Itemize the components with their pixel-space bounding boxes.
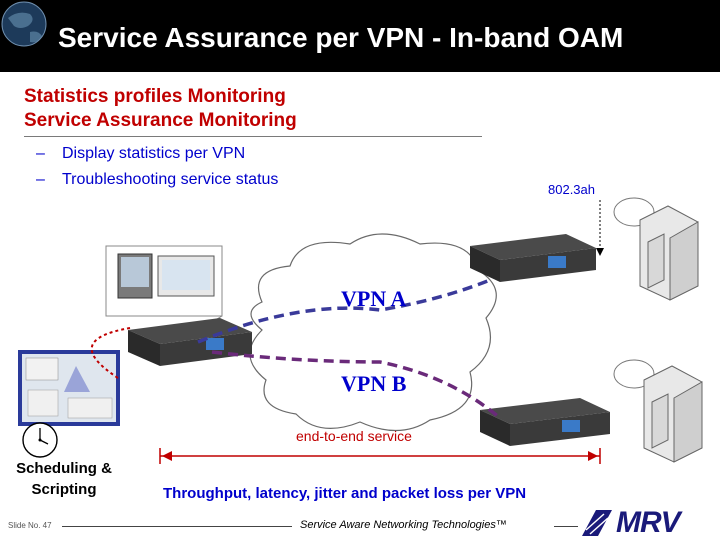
clock-icon — [22, 422, 58, 458]
bullet-item: –Troubleshooting service status — [36, 171, 278, 189]
vpn-a-tunnel — [197, 278, 491, 344]
bullet-dash: – — [36, 171, 45, 188]
building-icon — [613, 197, 699, 301]
end-to-end-label: end-to-end service — [296, 428, 412, 444]
throughput-label: Throughput, latency, jitter and packet l… — [163, 485, 527, 502]
slide-number: Slide No. 47 — [8, 521, 52, 530]
vpn-b-label: VPN B — [341, 371, 407, 396]
footer-tagline: Service Aware Networking Technologies™ — [300, 519, 507, 531]
bullet-text: Display statistics per VPN — [62, 145, 246, 162]
title-bar: Service Assurance per VPN - In-band OAM — [0, 0, 720, 72]
router-icon — [480, 398, 610, 446]
vpn-a-label: VPN A — [341, 286, 407, 311]
slide-title: Service Assurance per VPN - In-band OAM — [58, 22, 624, 53]
cloud-icon — [249, 233, 497, 432]
router-icon — [470, 234, 596, 282]
footer-divider — [62, 526, 292, 527]
heading-service-assurance: Service Assurance Monitoring — [24, 110, 297, 131]
heading-statistics: Statistics profiles Monitoring — [24, 86, 286, 107]
heading-divider — [24, 136, 482, 137]
vpn-b-tunnel — [211, 350, 502, 420]
mrv-logo: MRV — [616, 506, 681, 539]
globe-icon — [1, 1, 47, 47]
management-link — [90, 327, 131, 379]
oam-standard-label: 802.3ah — [548, 182, 595, 197]
building-icon — [613, 359, 703, 463]
monitor-icon — [18, 350, 120, 426]
bullet-item: –Display statistics per VPN — [36, 145, 245, 163]
bullet-text: Troubleshooting service status — [62, 171, 279, 188]
scheduling-label: Scheduling & Scripting — [16, 460, 112, 498]
bullet-dash: – — [36, 145, 45, 162]
router-icon — [128, 318, 252, 366]
mrv-logo-mark — [582, 510, 612, 536]
laptop-icon — [105, 245, 223, 323]
footer-divider — [554, 526, 578, 527]
